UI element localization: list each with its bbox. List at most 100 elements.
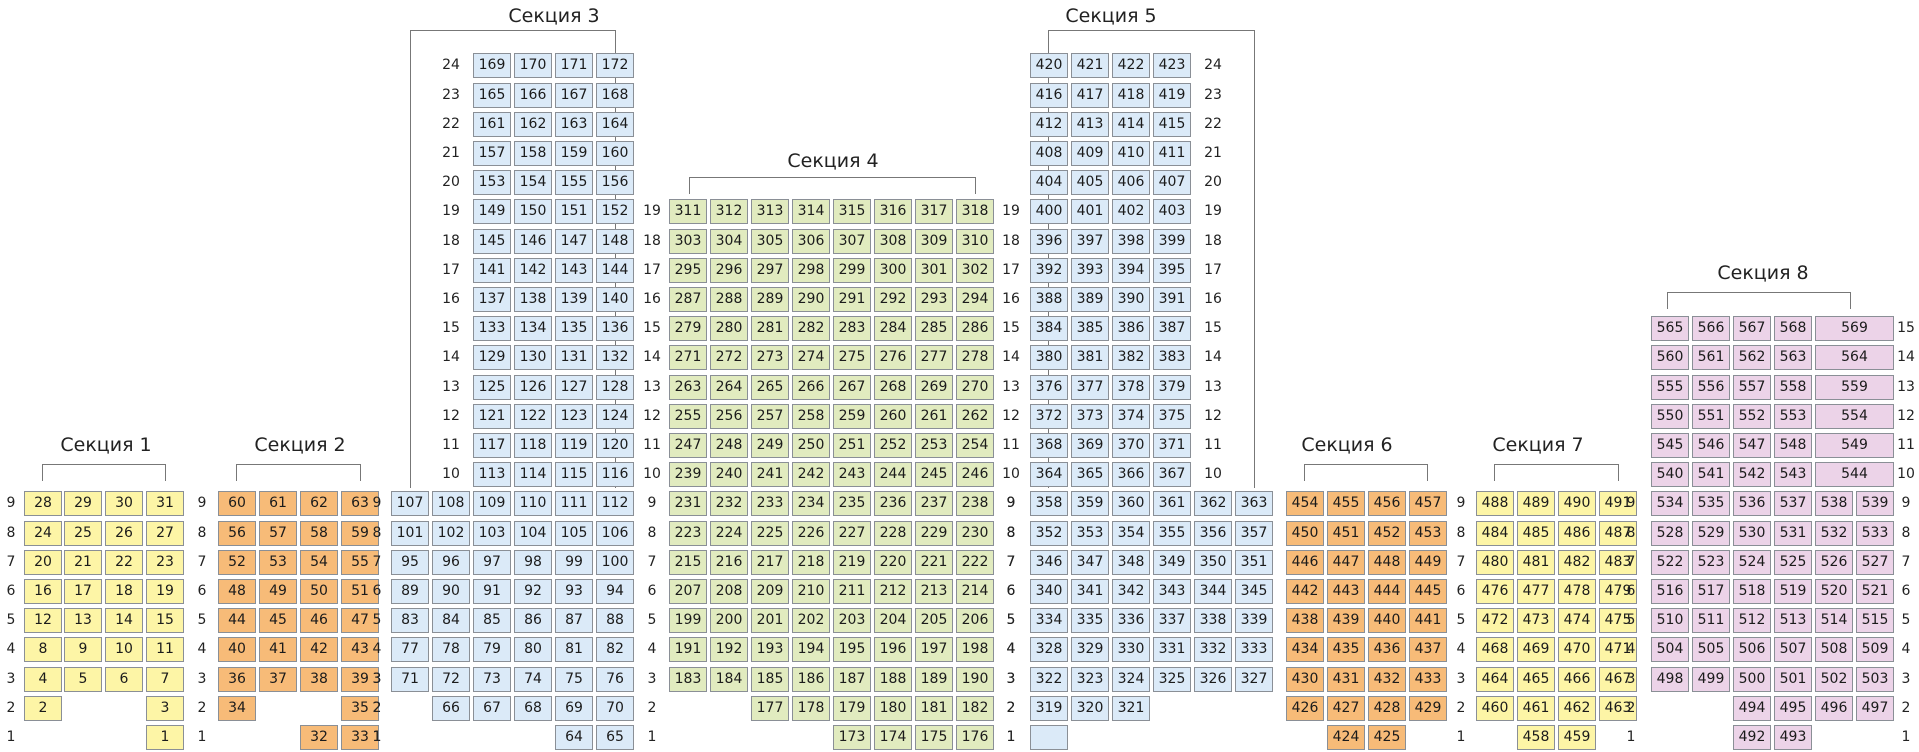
seat[interactable]: 340 — [1030, 579, 1068, 604]
seat[interactable]: 40 — [218, 637, 256, 663]
seat[interactable]: 117 — [473, 433, 511, 458]
seat[interactable]: 251 — [833, 433, 871, 458]
seat[interactable]: 303 — [669, 228, 707, 254]
seat[interactable]: 14 — [105, 608, 143, 634]
seat[interactable]: 432 — [1368, 666, 1406, 692]
seat[interactable]: 145 — [473, 228, 511, 254]
seat[interactable]: 404 — [1030, 170, 1068, 196]
seat[interactable]: 426 — [1286, 695, 1324, 721]
seat[interactable]: 228 — [874, 520, 912, 546]
seat[interactable]: 352 — [1030, 520, 1068, 546]
seat[interactable]: 337 — [1153, 608, 1191, 634]
seat[interactable]: 331 — [1153, 637, 1191, 663]
seat[interactable]: 77 — [391, 637, 429, 663]
seat[interactable]: 509 — [1856, 637, 1894, 663]
seat[interactable]: 522 — [1651, 549, 1689, 575]
seat[interactable]: 412 — [1030, 111, 1068, 137]
seat[interactable]: 511 — [1692, 608, 1730, 634]
seat[interactable]: 53 — [259, 549, 297, 575]
seat[interactable]: 544 — [1815, 462, 1894, 488]
seat[interactable]: 30 — [105, 491, 143, 517]
seat[interactable]: 227 — [833, 520, 871, 546]
seat[interactable]: 351 — [1235, 549, 1273, 575]
seat[interactable]: 159 — [555, 141, 593, 166]
seat[interactable]: 25 — [64, 520, 102, 546]
seat[interactable]: 514 — [1815, 608, 1853, 634]
seat[interactable]: 213 — [915, 579, 953, 604]
seat[interactable]: 81 — [555, 637, 593, 663]
seat[interactable]: 462 — [1558, 695, 1596, 721]
seat[interactable]: 6 — [105, 666, 143, 692]
seat[interactable]: 50 — [300, 579, 338, 604]
seat[interactable]: 70 — [596, 695, 634, 721]
seat[interactable]: 567 — [1733, 316, 1771, 342]
seat[interactable]: 389 — [1071, 287, 1109, 312]
seat[interactable]: 380 — [1030, 345, 1068, 371]
seat[interactable]: 65 — [596, 725, 634, 750]
seat[interactable]: 510 — [1651, 608, 1689, 634]
seat[interactable]: 448 — [1368, 549, 1406, 575]
seat[interactable]: 37 — [259, 666, 297, 692]
seat[interactable]: 528 — [1651, 520, 1689, 546]
seat[interactable]: 113 — [473, 462, 511, 488]
seat[interactable]: 424 — [1327, 725, 1365, 750]
seat[interactable]: 334 — [1030, 608, 1068, 634]
seat[interactable]: 294 — [956, 287, 994, 312]
seat[interactable]: 39 — [341, 666, 379, 692]
seat[interactable]: 80 — [514, 637, 552, 663]
seat[interactable]: 547 — [1733, 433, 1771, 458]
seat[interactable]: 132 — [596, 345, 634, 371]
seat[interactable]: 344 — [1194, 579, 1232, 604]
seat[interactable]: 419 — [1153, 82, 1191, 108]
seat[interactable]: 371 — [1153, 433, 1191, 458]
seat[interactable]: 171 — [555, 53, 593, 79]
seat[interactable]: 155 — [555, 170, 593, 196]
seat[interactable]: 241 — [751, 462, 789, 488]
seat[interactable]: 211 — [833, 579, 871, 604]
seat[interactable]: 176 — [956, 725, 994, 750]
seat[interactable]: 480 — [1476, 549, 1514, 575]
seat[interactable]: 296 — [710, 257, 748, 283]
seat[interactable]: 385 — [1071, 316, 1109, 342]
seat[interactable]: 413 — [1071, 111, 1109, 137]
seat[interactable]: 167 — [555, 82, 593, 108]
seat[interactable]: 161 — [473, 111, 511, 137]
seat[interactable]: 126 — [514, 374, 552, 400]
seat[interactable]: 44 — [218, 608, 256, 634]
seat[interactable]: 165 — [473, 82, 511, 108]
seat[interactable]: 297 — [751, 257, 789, 283]
seat[interactable]: 118 — [514, 433, 552, 458]
seat[interactable]: 473 — [1517, 608, 1555, 634]
seat[interactable]: 63 — [341, 491, 379, 517]
seat[interactable]: 302 — [956, 257, 994, 283]
seat[interactable]: 237 — [915, 491, 953, 517]
seat[interactable]: 355 — [1153, 520, 1191, 546]
seat[interactable]: 105 — [555, 520, 593, 546]
seat[interactable]: 143 — [555, 257, 593, 283]
seat[interactable]: 54 — [300, 549, 338, 575]
seat[interactable]: 289 — [751, 287, 789, 312]
seat[interactable]: 258 — [792, 403, 830, 429]
seat[interactable]: 24 — [24, 520, 62, 546]
seat[interactable]: 234 — [792, 491, 830, 517]
seat[interactable]: 392 — [1030, 257, 1068, 283]
seat[interactable] — [1030, 725, 1068, 750]
seat[interactable]: 531 — [1774, 520, 1812, 546]
seat[interactable]: 168 — [596, 82, 634, 108]
seat[interactable]: 339 — [1235, 608, 1273, 634]
seat[interactable]: 31 — [146, 491, 184, 517]
seat[interactable]: 106 — [596, 520, 634, 546]
seat[interactable]: 314 — [792, 199, 830, 225]
seat[interactable]: 476 — [1476, 579, 1514, 604]
seat[interactable]: 521 — [1856, 579, 1894, 604]
seat[interactable]: 218 — [792, 549, 830, 575]
seat[interactable]: 140 — [596, 287, 634, 312]
seat[interactable]: 150 — [514, 199, 552, 225]
seat[interactable]: 329 — [1071, 637, 1109, 663]
seat[interactable]: 120 — [596, 433, 634, 458]
seat[interactable]: 128 — [596, 374, 634, 400]
seat[interactable]: 183 — [669, 666, 707, 692]
seat[interactable]: 87 — [555, 608, 593, 634]
seat[interactable]: 349 — [1153, 549, 1191, 575]
seat[interactable]: 34 — [218, 695, 256, 721]
